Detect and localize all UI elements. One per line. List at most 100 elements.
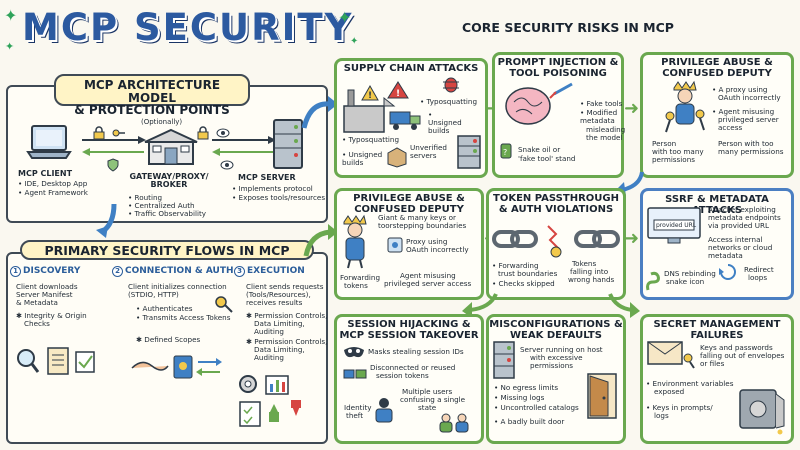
prompt-line: • Fake tools	[580, 99, 623, 108]
key-icon	[112, 129, 125, 137]
token-line: falling into	[570, 267, 609, 276]
misconfig-title-line: MISCONFIGURATIONS &	[489, 319, 623, 330]
discovery-line: Server Manifest	[16, 290, 73, 299]
misconfig-line: Server running on host	[520, 345, 603, 354]
priv2-line: OAuth incorrectly	[406, 245, 469, 254]
users-icon	[439, 413, 469, 433]
prompt-line: • Modified metadata	[580, 108, 618, 125]
secret-line: exposed	[654, 387, 685, 396]
ssrf-line: Attacker exploiting	[708, 205, 776, 214]
lock-icon	[197, 126, 209, 140]
bottle-icon: ?	[500, 143, 512, 159]
brain-icon	[505, 82, 573, 125]
loop-icon	[719, 264, 736, 280]
priv2-line: privileged server access	[384, 279, 472, 288]
supply-line: Unverified servers	[410, 143, 447, 160]
ssrf-line: via provided URL	[708, 221, 770, 230]
prompt-title-line: TOOL POISONING	[509, 67, 607, 79]
gateway-item: • Traffic Observability	[128, 209, 207, 218]
thief-icon	[375, 398, 393, 423]
connection-line: • Authenticates	[136, 304, 193, 313]
priv2-line: Proxy using	[406, 237, 448, 246]
priv1-line: with too many	[652, 147, 704, 156]
server-icon	[493, 341, 515, 379]
architecture-title: MCP ARCHITECTURE MODEL & PROTECTION POIN…	[54, 74, 250, 116]
session-line: Disconnected or reused	[370, 363, 456, 372]
plug-icon	[343, 369, 367, 379]
prompt-title-line: PROMPT INJECTION &	[497, 57, 619, 68]
misconfig-title: MISCONFIGURATIONS & WEAK DEFAULTS	[489, 319, 623, 341]
priv2-line: tokens	[344, 281, 368, 290]
secret-line: • Environment variables	[646, 379, 734, 388]
connection-line: Client initializes connection	[128, 282, 227, 291]
architecture-title-line: & PROTECTION POINTS	[74, 103, 230, 117]
priv1-line: Person	[652, 139, 677, 148]
ssrf-title: SSRF & METADATA ATTACKS	[665, 194, 769, 216]
secret-line: or files	[700, 359, 725, 368]
secret-management-title: SECRET MANAGEMENT FAILURES	[643, 319, 791, 341]
ssrf-line: Access internal	[708, 235, 763, 244]
ssrf-url-label: provided URL	[656, 222, 697, 229]
misconfig-line: • No egress limits	[494, 383, 559, 392]
token-passthrough-title: TOKEN PASSTHROUGH & AUTH VIOLATIONS	[489, 193, 623, 215]
supply-chain-title: SUPPLY CHAIN ATTACKS	[343, 63, 479, 74]
arrow-down-icon	[96, 203, 117, 238]
secret-title-line: SECRET MANAGEMENT	[653, 319, 781, 330]
flows-title: PRIMARY SECURITY FLOWS IN MCP	[20, 240, 314, 260]
token-line: Tokens	[572, 259, 597, 268]
misconfig-line: • Uncontrolled catalogs	[494, 403, 579, 412]
prompt-line: misleading	[586, 125, 626, 134]
envelope-icon	[647, 341, 695, 369]
sparkle-icon: ✦	[5, 40, 15, 53]
session-hijacking-title: SESSION HIJACKING & MCP SESSION TAKEOVER	[337, 319, 481, 341]
session-line: session tokens	[376, 371, 429, 380]
page-title: MCP SECURITY	[22, 6, 354, 49]
box-icon	[387, 147, 407, 168]
factory-icon: ! !	[343, 81, 409, 133]
gateway-title-line: GATEWAY/PROXY/	[129, 172, 209, 181]
secret-line: falling out of envelopes	[700, 351, 785, 360]
priv1-line: many permissions	[718, 147, 784, 156]
discovery-line: Checks	[24, 319, 50, 328]
priv2-title-line: PRIVILEGE ABUSE &	[353, 193, 465, 204]
mask-icon	[344, 347, 364, 358]
server-item: • Exposes tools/resources	[232, 193, 326, 202]
lock-icon	[93, 126, 105, 140]
token-line: trust boundaries	[498, 269, 558, 278]
step-number: 2	[112, 266, 123, 277]
priv2-line: toorstepping boundaries	[378, 221, 467, 230]
giant-icon	[343, 214, 367, 269]
ssrf-line: networks or cloud	[708, 243, 773, 252]
supply-line: • Typosquatting	[342, 135, 400, 144]
connection-line: ✱ Defined Scopes	[136, 335, 201, 344]
token-line: • Forwarding	[492, 261, 539, 270]
ssrf-card: SSRF & METADATA ATTACKS	[640, 188, 794, 300]
token-title-line: & AUTH VIOLATIONS	[498, 203, 614, 215]
arrow-down-right-icon	[608, 293, 640, 318]
server-icon	[273, 119, 303, 169]
execution-line: Auditing	[254, 353, 284, 362]
execution-line: ✱ Permission Controls,	[246, 337, 328, 346]
gateway-icon	[144, 128, 198, 165]
arrow-right-icon: ➜	[624, 228, 640, 249]
execution-title-text: EXECUTION	[247, 266, 305, 276]
snake-icon	[646, 271, 660, 291]
token-line: • Checks skipped	[492, 279, 555, 288]
session-line: confusing a single	[400, 395, 466, 404]
secret-management-card: SECRET MANAGEMENT FAILURES	[640, 314, 794, 444]
execution-line: receives results	[246, 298, 303, 307]
broken-chain-icon	[492, 225, 620, 258]
eye-icon	[220, 160, 234, 170]
session-line: state	[418, 403, 437, 412]
priv2-line: Giant & many keys or	[378, 213, 456, 222]
client-item: • Agent Framework	[18, 188, 88, 197]
step-number: 1	[10, 266, 21, 277]
client-title: MCP CLIENT	[18, 169, 73, 178]
gateway-item: • Routing	[128, 193, 163, 202]
arrow-right-icon	[301, 96, 338, 129]
prompt-line: Snake oil or	[518, 145, 561, 154]
safe-icon	[739, 389, 785, 435]
supply-line: • Typosquatting	[420, 97, 478, 106]
